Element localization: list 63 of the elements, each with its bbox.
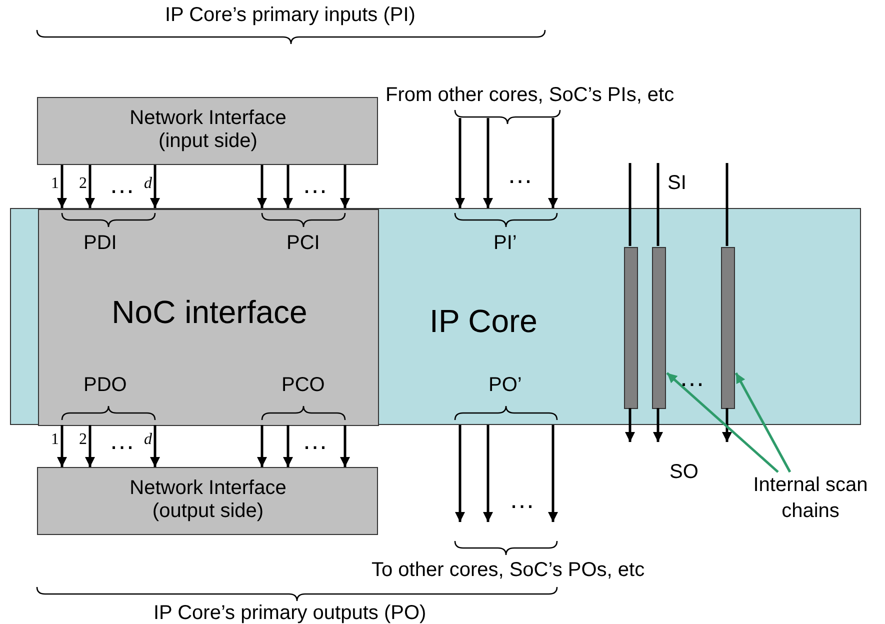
signal-arrow — [150, 425, 160, 467]
label: From other cores, SoC’s PIs, etc — [386, 84, 674, 106]
pin-number: d — [144, 175, 152, 194]
signal-arrow — [340, 165, 350, 208]
scan-chain-bar — [624, 247, 638, 409]
ip-core-block — [10, 208, 861, 425]
pin-number: 2 — [79, 431, 87, 450]
block-title: IP Core — [428, 303, 538, 340]
ellipsis: … — [109, 170, 135, 200]
label: IP Core’s primary outputs (PO) — [154, 602, 426, 624]
noc-interface-block — [38, 209, 379, 426]
network-interface-box — [37, 97, 378, 165]
ellipsis: … — [109, 426, 135, 456]
signal-line — [656, 163, 660, 246]
signal-arrow — [548, 118, 558, 208]
leader-arrow — [666, 372, 779, 473]
leader-arrow — [734, 372, 792, 473]
signal-arrow — [257, 165, 267, 208]
label: To other cores, SoC’s POs, etc — [372, 558, 645, 582]
pin-number: 1 — [51, 431, 59, 450]
signal-arrow — [548, 425, 558, 522]
label: PO’ — [488, 374, 522, 396]
ellipsis: … — [302, 170, 328, 200]
signal-arrow — [257, 425, 267, 467]
block-title: NoC interface — [110, 294, 308, 331]
signal-arrow — [483, 425, 493, 522]
signal-arrow — [455, 425, 465, 522]
block-title: Network Interface (input side) — [128, 107, 288, 153]
label: SI — [668, 172, 686, 194]
signal-arrow — [283, 165, 293, 208]
signal-arrow — [85, 165, 95, 208]
label: PCI — [286, 232, 320, 254]
label: PDO — [84, 374, 127, 396]
signal-arrow — [57, 425, 67, 467]
signal-arrow — [340, 425, 350, 467]
scan-chain-bar — [652, 247, 666, 409]
callout-label: Internal scan chains — [738, 472, 883, 530]
label: PDI — [84, 232, 117, 254]
network-interface-box — [37, 467, 378, 535]
label: IP Core’s primary inputs (PI) — [165, 4, 416, 26]
signal-arrow — [483, 118, 493, 208]
signal-arrow — [85, 425, 95, 467]
signal-arrow — [455, 118, 465, 208]
pin-number: 2 — [79, 175, 87, 194]
label: PI’ — [494, 232, 517, 254]
signal-arrow — [150, 165, 160, 208]
signal-line — [628, 163, 632, 246]
scan-chain-bar — [721, 247, 735, 409]
label: PCO — [282, 374, 325, 396]
signal-arrow — [722, 408, 732, 442]
ellipsis: … — [509, 485, 535, 515]
ellipsis: … — [507, 160, 533, 190]
ellipsis: … — [302, 426, 328, 456]
pin-number: 1 — [51, 175, 59, 194]
ellipsis: … — [679, 363, 705, 393]
signal-arrow — [283, 425, 293, 467]
signal-arrow — [653, 408, 663, 442]
signal-arrow — [57, 165, 67, 208]
signal-line — [726, 163, 728, 246]
pin-number: d — [144, 431, 152, 450]
block-title: Network Interface (output side) — [128, 477, 288, 523]
label: SO — [670, 460, 698, 484]
signal-arrow — [625, 408, 635, 442]
